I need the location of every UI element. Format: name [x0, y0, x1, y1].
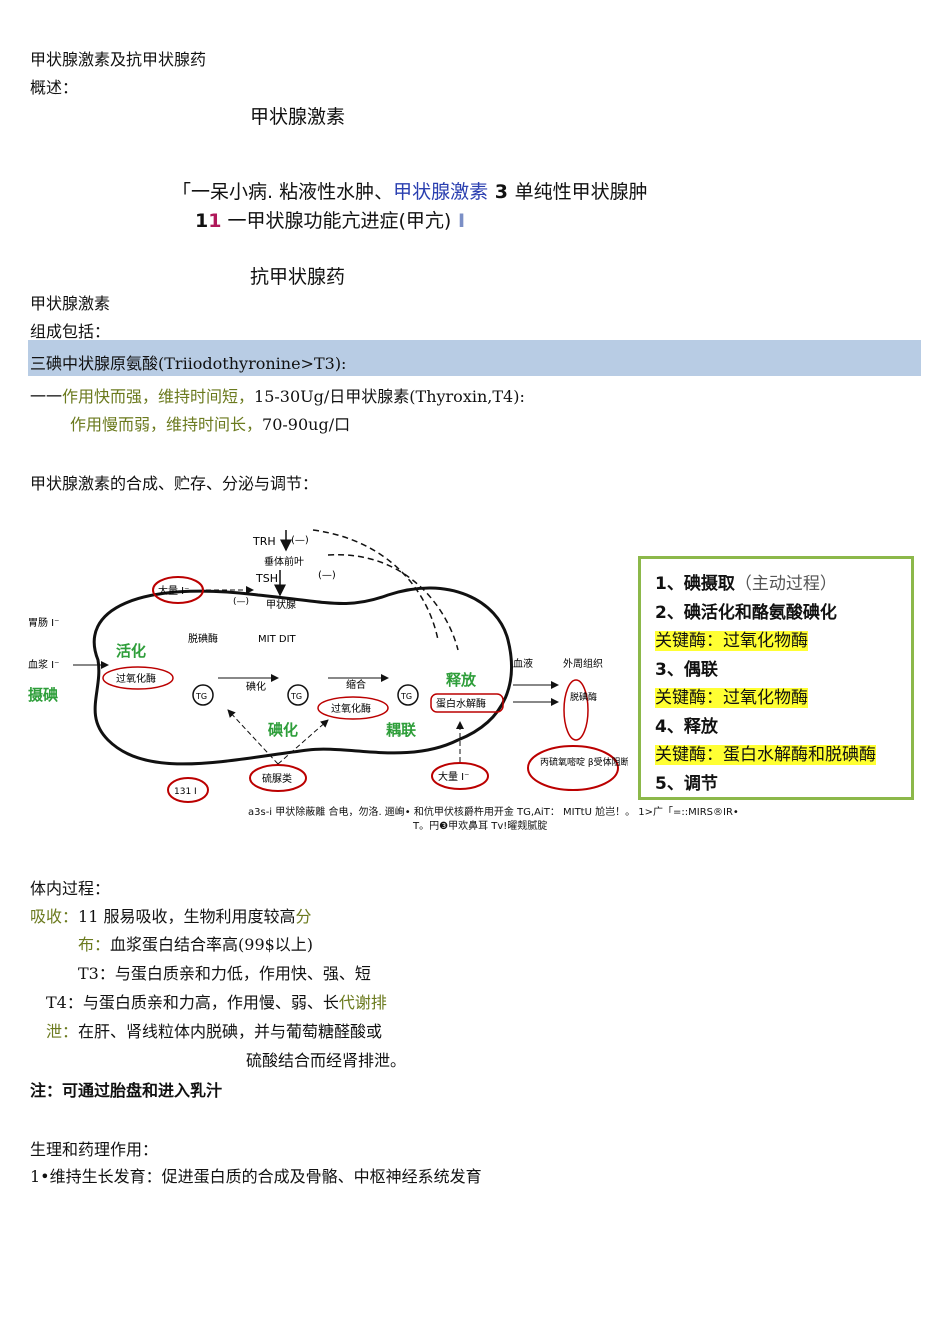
tsh-label: TSH [255, 572, 278, 585]
note-line: 注：可通过胎盘和进入乳汁 [30, 1081, 223, 1100]
mit-dit-label: MIT DIT [258, 634, 297, 645]
absorption-line: 吸收：11 服易吸收，生物利用度较高分 [30, 903, 311, 927]
pharm-item-1: 1•维持生长发育：促进蛋白质的合成及骨骼、中枢神经系统发育 [30, 1167, 482, 1186]
trh-label: TRH [252, 535, 276, 548]
distribution-text: 血浆蛋白结合率高(99$以上) [110, 935, 314, 954]
uptake-label: 摄碘 [28, 686, 58, 704]
deiodinase-label: 脱碘酶 [188, 632, 218, 645]
legend-key-enzyme-1: 关键酶：过氧化物酶 [655, 626, 808, 651]
tissue-label: 外周组织 [563, 657, 603, 670]
i131-label: 131 I [174, 787, 197, 797]
peroxidase-label: 过氧化酶 [116, 672, 156, 685]
synthesis-heading: 甲状腺激素的合成、贮存、分泌与调节： [30, 474, 319, 493]
absorption-tail: 分 [295, 907, 312, 926]
t4-protein-line: T4：与蛋白质亲和力高，作用慢、弱、长代谢排 [46, 989, 387, 1013]
anti-thyroid-title: 抗甲状腺药 [250, 266, 346, 288]
indications-prefix: 「一呆小病. 粘液性水肿、 [172, 181, 394, 203]
hyper-tail: I [451, 210, 466, 232]
legend-key-enzyme-1-text: 关键酶：过氧化物酶 [655, 631, 808, 651]
t4-line: 作用慢而弱，维持时间长，70-90ug/口 [70, 411, 350, 435]
legend-step-2: 2、碘活化和酪氨酸碘化 [655, 603, 837, 623]
iodide-big-bottom: 大量 I⁻ [438, 770, 469, 783]
hyper-num-dark: 1 [195, 210, 209, 232]
neg-label-3: (—) [233, 597, 249, 607]
highlight-row-text: 三碘中状腺原氨酸(Triiodothyronine>T3): [30, 354, 347, 373]
neg-label-1: (—) [291, 535, 309, 546]
thyroid-cell-outline [92, 586, 513, 766]
feedback-dash-1 [312, 529, 439, 641]
legend-step-1-text: 1、碘摄取 [655, 574, 735, 594]
t3-protein-line: T3：与蛋白质亲和力低，作用快、强、短 [78, 964, 371, 983]
pituitary-label: 垂体前叶 [264, 555, 304, 568]
activation-label: 活化 [116, 642, 146, 660]
distribution-line: 布：血浆蛋白结合率高(99$以上) [78, 931, 313, 955]
legend-key-enzyme-2-text: 关键酶：过氧化物酶 [655, 688, 808, 708]
section-hormone: 甲状腺激素 [30, 294, 111, 313]
legend-step-1-note: （主动过程） [734, 574, 837, 594]
t4-protein-text: T4：与蛋白质亲和力高，作用慢、弱、长 [46, 993, 339, 1012]
t4-olive: 作用慢而弱，维持时间长， [70, 415, 263, 434]
svg-text:TG: TG [290, 692, 302, 701]
document-title: 甲状腺激素及抗甲状腺药 [30, 50, 207, 69]
indications-mid: 3 [488, 181, 515, 203]
svg-text:TG: TG [400, 692, 412, 701]
legend-key-enzyme-3: 关键酶：蛋白水解酶和脱碘酶 [655, 740, 876, 765]
iodination-label: 碘化 [246, 680, 266, 693]
big-iodine-top: 大量 I⁻ [158, 584, 189, 597]
diagram-caption-1: a3s-i 甲状除蔽離 合电，勿洛. 逦峋• 和伉甲伏核爵杵用开金 TG,AiT… [248, 807, 739, 818]
excretion-line-2: 硫酸结合而经肾排泄。 [246, 1051, 407, 1070]
blood-iodine: 血浆 I⁻ [28, 658, 59, 671]
legend-key-enzyme-3-text: 关键酶：蛋白水解酶和脱碘酶 [655, 745, 876, 765]
hyperthyroid-line: 11 一甲状腺功能亢进症(甲亢) I [195, 206, 465, 233]
indications-line: 「一呆小病. 粘液性水肿、甲状腺激素 3 单纯性甲状腺肿 [172, 177, 648, 204]
hyper-text: 一甲状腺功能亢进症(甲亢) [221, 210, 452, 232]
pharm-heading: 生理和药理作用： [30, 1140, 159, 1159]
excretion-label: 泄： [46, 1022, 79, 1041]
hormone-center-title: 甲状腺激素 [250, 106, 346, 128]
distribution-label: 布： [78, 935, 111, 954]
synthesis-legend-box: 1、碘摄取（主动过程） 2、碘活化和酪氨酸碘化 关键酶：过氧化物酶 3、偶联 关… [638, 556, 914, 800]
body-process-heading: 体内过程： [30, 879, 111, 898]
composition-label: 组成包括： [30, 322, 111, 341]
legend-step-5: 5、调节 [655, 774, 718, 794]
overview-label: 概述： [30, 78, 79, 97]
svg-text:TG: TG [195, 692, 207, 701]
release-label: 释放 [446, 671, 477, 689]
iodination-big: 碘化 [268, 721, 298, 739]
legend-step-4: 4、释放 [655, 717, 718, 737]
legend-key-enzyme-2: 关键酶：过氧化物酶 [655, 683, 808, 708]
diagram-caption-2: T。円❸甲欢鼻耳 Tv!曜觌腻腚 [413, 821, 548, 832]
ptu-label: 丙硫氧嘧啶 β受体阻断药 [540, 756, 628, 768]
blood-label: 血液 [513, 657, 533, 670]
indications-suffix: 单纯性甲状腺肿 [514, 181, 648, 203]
t3-line: 一一作用快而强，维持时间短，15-30Ug/日甲状腺素(Thyroxin,T4)… [30, 383, 525, 407]
legend-step-3: 3、偶联 [655, 660, 718, 680]
thyroid-label: 甲状腺 [266, 598, 296, 611]
coupling-big: 耦联 [386, 721, 417, 739]
protease-label: 蛋白水解酶 [436, 697, 486, 710]
t4-rest: 70-90ug/口 [262, 415, 351, 434]
absorption-text: 11 服易吸收，生物利用度较高 [78, 907, 296, 926]
thiourea-label: 硫脲类 [262, 772, 292, 785]
coupling-label: 缩合 [346, 678, 366, 691]
t3-prefix: 一一 [30, 387, 63, 406]
hyper-num-pink: 1 [208, 210, 222, 232]
absorption-label: 吸收： [30, 907, 79, 926]
deiod2-label: 脱碘酶 [570, 691, 597, 703]
thyroid-synthesis-diagram: TRH 垂体前叶 TSH 甲状腺 (—) (—) 大量 I⁻ (—) 胃肠 I⁻… [28, 529, 628, 803]
peroxidase-label-2: 过氧化酶 [331, 702, 371, 715]
highlight-row-bg [28, 340, 921, 376]
excretion-text: 在肝、肾线粒体内脱碘，并与葡萄糖醛酸或 [78, 1022, 383, 1041]
t3-olive: 作用快而强，维持时间短， [62, 387, 255, 406]
t3-rest: 15-30Ug/日甲状腺素(Thyroxin,T4): [254, 387, 525, 406]
legend-step-1: 1、碘摄取（主动过程） [655, 569, 837, 594]
t4-protein-olive: 代谢排 [338, 993, 387, 1012]
excretion-line: 泄：在肝、肾线粒体内脱碘，并与葡萄糖醛酸或 [46, 1018, 382, 1042]
gut-iodine: 胃肠 I⁻ [28, 617, 59, 629]
indications-blue: 甲状腺激素 [393, 181, 489, 203]
neg-label-2: (—) [318, 570, 336, 581]
